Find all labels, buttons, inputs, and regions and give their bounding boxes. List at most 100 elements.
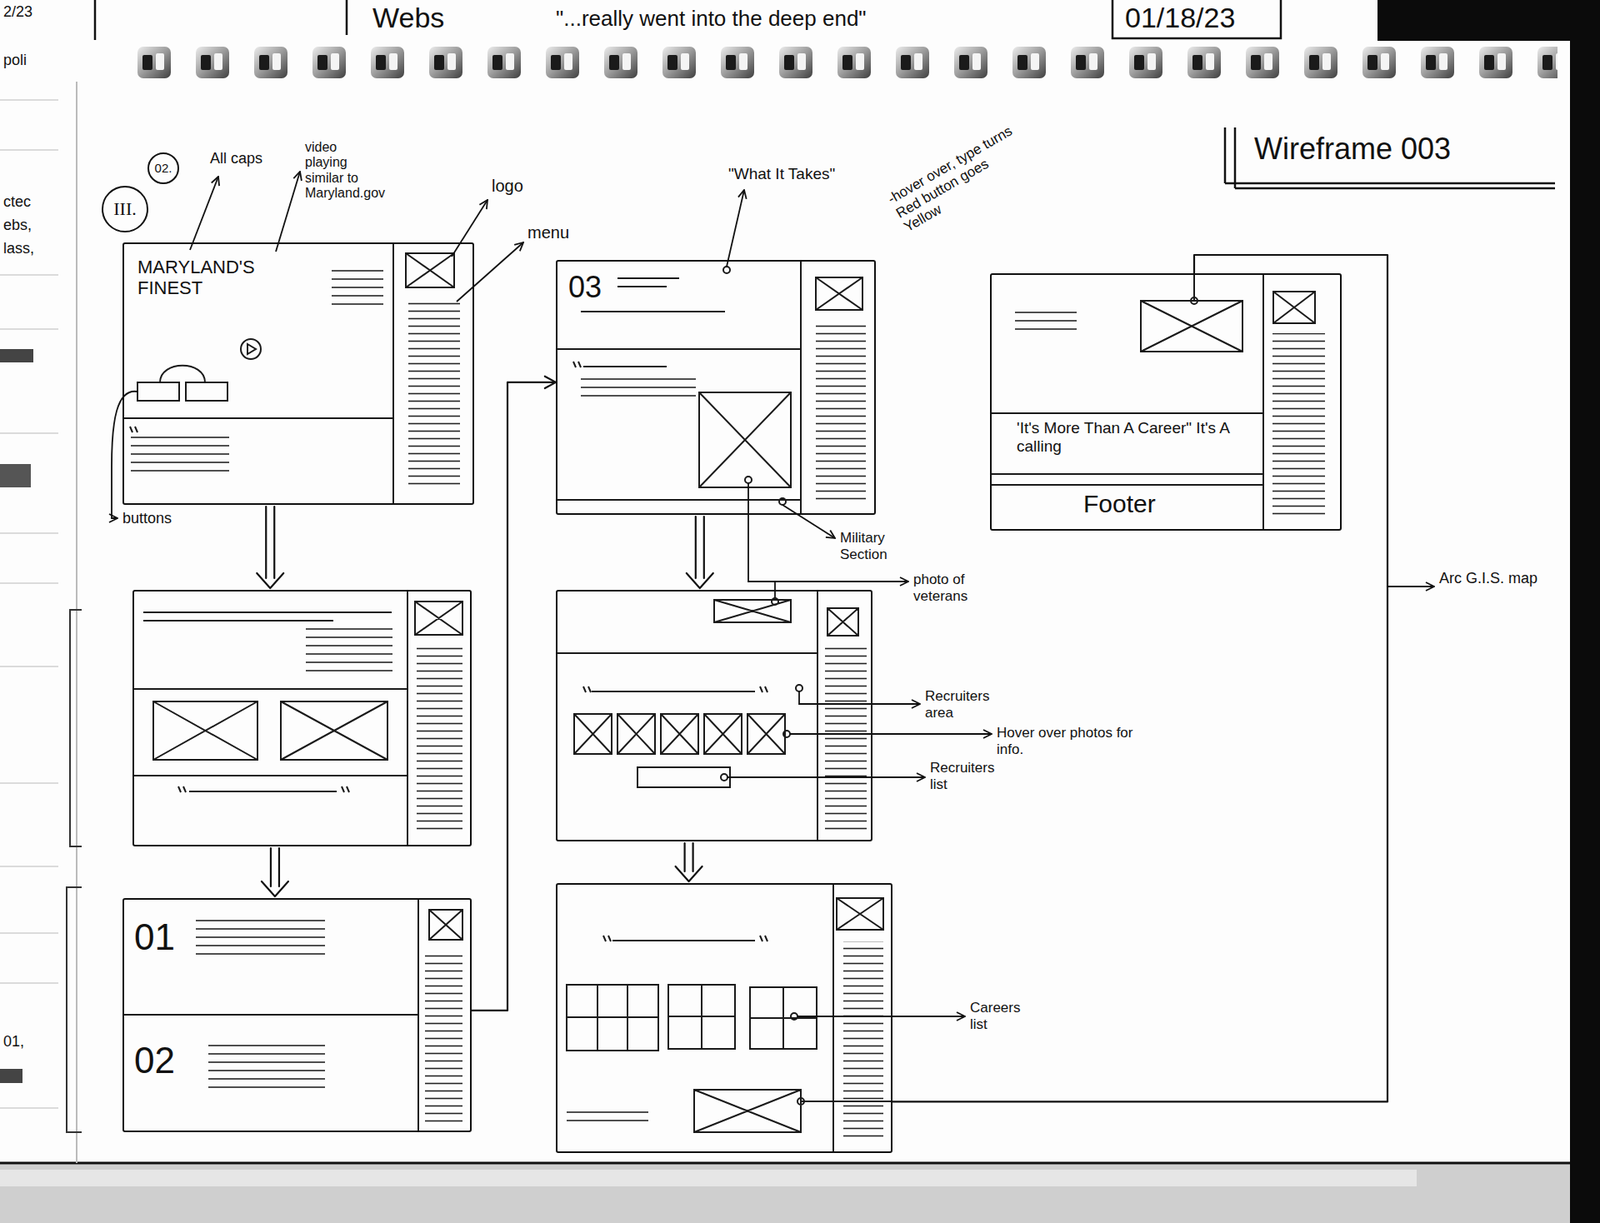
annotation-label: All caps [210,150,263,168]
screen-detail [122,898,463,1133]
annotation-label: buttons [122,510,172,528]
leader-line [111,391,138,519]
text-lines [130,433,230,477]
annotation-label: Military Section [840,530,915,563]
leader-line [1387,585,1435,588]
arrow-head [545,376,556,389]
leader-line [799,691,920,705]
arrow-head [256,573,284,589]
screen-frame [132,590,472,847]
annotation-label: 01, [3,1033,25,1051]
arrow-shaft [265,506,275,579]
arrow-head [686,573,714,589]
title-box [1225,127,1555,189]
screen-text: 01 [134,916,175,960]
screen-detail [990,273,1315,531]
flow-arrow [256,506,284,589]
annotation-label: logo [491,176,524,196]
annotation-label: "What It Takes" [728,165,835,184]
annotation-label: ctec [3,193,31,211]
menu-lines [815,320,866,500]
annotation-label: ebs, [3,216,32,235]
leader-line [782,505,835,539]
arrow-shaft [685,843,694,872]
annotation-label: lass, [3,240,35,258]
leader-line [451,200,488,257]
annotation-label: 01/18/23 [1125,1,1235,35]
page-stack [0,1163,1570,1223]
annotation-label: Arc G.I.S. map [1439,570,1540,588]
screen-detail [132,590,463,847]
text-lines [331,265,384,307]
annotation-label: poli [3,51,27,70]
leader-line [275,171,300,252]
arrow-shaft [695,516,705,579]
wireframe-title: Wireframe 003 [1254,131,1451,166]
text-lines [195,919,325,957]
annotation-label: Recruiters list [930,760,1005,793]
leader-line [727,776,925,779]
menu-lines [1272,333,1325,517]
screen-detail [566,883,893,1154]
leader-line [190,176,219,250]
flow-arrow [686,516,714,589]
annotation-label: -hover over, type turns Red button goes … [885,122,1033,236]
annotation-label: 02. [148,160,179,175]
screen-frame: 01 02 [122,898,472,1133]
text-lines [580,376,696,400]
menu-lines [825,646,867,830]
leader-line [790,733,992,735]
page-tab [66,610,82,1133]
arrow-head [261,881,289,897]
annotation-label: photo of veterans [913,571,980,605]
margin-mark [0,464,31,488]
connector-line [471,382,556,1011]
arrow-head [675,866,703,882]
menu-lines [408,300,460,485]
annotation-label: "...really went into the deep end" [555,6,867,32]
flow-arrow [892,255,1388,1102]
leader-line [726,190,745,267]
annotation-label: III. [108,198,142,220]
screen-detail [122,242,455,505]
text-lines [305,626,393,674]
screen-frame: 03 [555,260,876,515]
callout-circle [102,153,179,232]
screen-frame: MARYLAND'S FINEST [122,242,475,505]
connector-line [892,255,1388,1102]
screen-frame [555,590,873,842]
menu-lines [416,646,463,835]
flow-arrow [261,848,289,897]
text-lines [208,1043,325,1090]
arrow-shaft [270,848,280,887]
leader-line [797,1015,965,1018]
annotation-label: video playing similar to Maryland.gov [305,140,382,202]
margin-mark [0,349,34,363]
page-bottom-edge [0,1162,1570,1165]
page-edge [75,81,78,1164]
flow-arrow [675,843,703,882]
menu-lines [843,941,884,1142]
annotation-label: menu [527,223,570,243]
annotation-label: Recruiters area [925,688,1000,721]
annotation-label: Webs [372,1,445,35]
screen-frame [555,883,893,1154]
leader-line [456,242,524,302]
annotation-label: Careers list [970,1000,1037,1033]
screen-text: 02 [134,1040,175,1083]
screen-text: Footer [1083,490,1156,520]
screen-frame: 'It's More Than A Career" It's A calling… [990,273,1342,531]
header-box [95,0,1281,40]
menu-lines [425,950,463,1125]
screen-detail [555,590,859,842]
flow-arrow [471,376,556,1011]
margin-rule [0,100,59,1109]
page-stack-edge [0,1170,1417,1187]
text-lines [566,1105,649,1125]
margin-mark [0,1069,23,1084]
screen-text: 'It's More Than A Career" It's A calling [1016,419,1255,456]
spiral-binding [132,43,1558,85]
